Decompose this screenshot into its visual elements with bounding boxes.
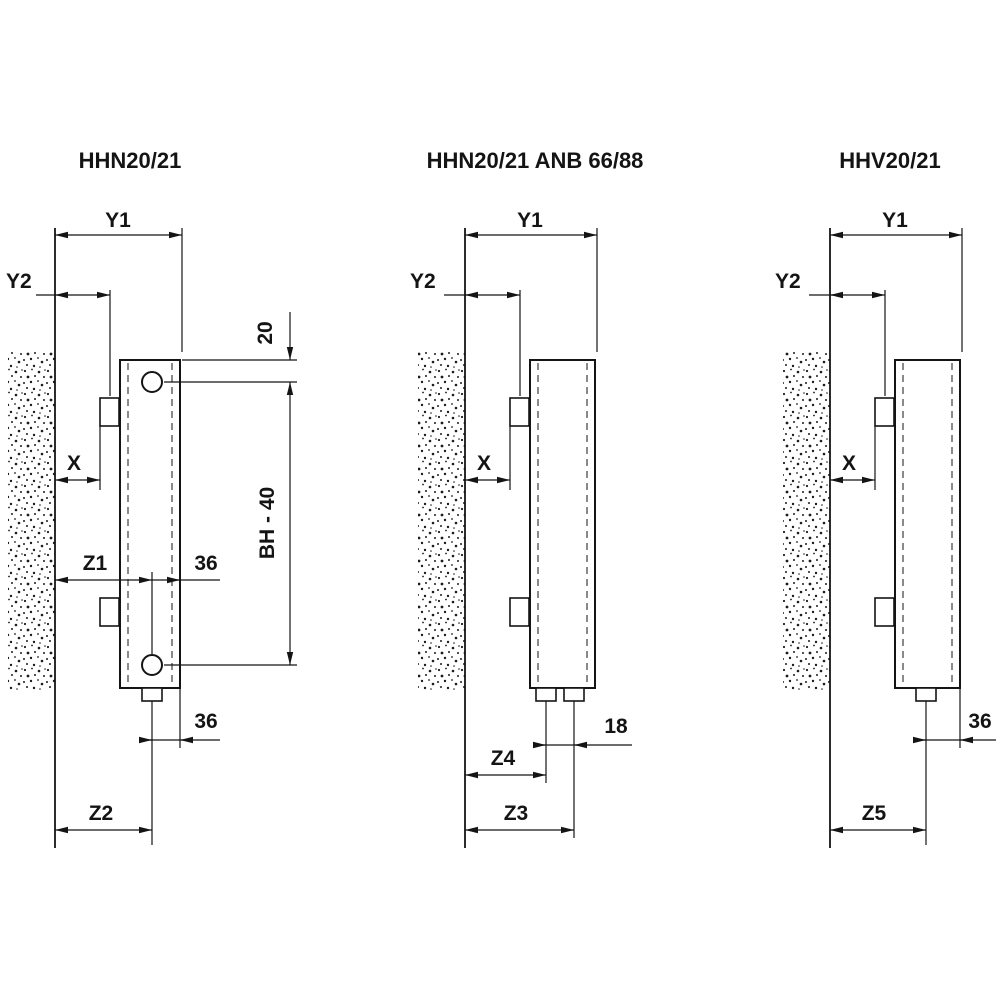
label-y1: Y1 <box>882 209 908 232</box>
dim-bottom-offset-36: 36 <box>139 689 220 748</box>
wall-bracket-lower <box>509 597 530 627</box>
dim-side-offset-36: 36 <box>152 552 220 584</box>
label-z3: Z3 <box>504 802 529 825</box>
label-y2: Y2 <box>775 270 801 293</box>
pipe-stub <box>141 687 163 702</box>
pipe-stub <box>915 687 937 702</box>
panel-title: HHV20/21 <box>839 148 941 173</box>
dim-x: X <box>465 426 511 490</box>
dim-y1: Y1 <box>55 209 183 352</box>
wall-bracket-upper <box>509 397 530 427</box>
label-y1: Y1 <box>105 209 131 232</box>
pipe-stub-front <box>563 687 585 702</box>
label-y1: Y1 <box>517 209 543 232</box>
wall-hatching <box>418 352 465 690</box>
label-top-offset: 20 <box>254 321 277 344</box>
panel-title: HHN20/21 <box>79 148 182 173</box>
dim-y1: Y1 <box>465 209 598 352</box>
label-build-height: BH - 40 <box>256 487 279 559</box>
dim-pipe-spacing-18: 18 <box>533 715 632 749</box>
dim-y1: Y1 <box>830 209 963 352</box>
panel-hhn20-21: HHN20/21 Y1 Y2 <box>6 148 297 848</box>
radiator-body <box>119 359 181 702</box>
panel-hhn20-21-anb: HHN20/21 ANB 66/88 Y1 Y2 X <box>410 148 643 848</box>
dim-z5: Z5 <box>830 802 926 834</box>
wall-bracket-lower <box>874 597 895 627</box>
label-y2: Y2 <box>410 270 436 293</box>
label-bottom-offset: 36 <box>194 710 217 733</box>
label-pipe-spacing: 18 <box>604 715 628 738</box>
radiator-body <box>529 359 596 702</box>
label-y2: Y2 <box>6 270 32 293</box>
label-z2: Z2 <box>89 802 114 825</box>
dim-z4: Z4 <box>465 747 546 779</box>
dim-x: X <box>55 426 101 490</box>
wall-bracket-upper <box>874 397 895 427</box>
panel-hhv20-21: HHV20/21 Y1 Y2 X <box>775 148 996 848</box>
label-x: X <box>842 452 856 475</box>
label-side-offset: 36 <box>194 552 217 575</box>
wall-hatching <box>8 352 55 690</box>
label-x: X <box>67 452 81 475</box>
label-x: X <box>477 452 491 475</box>
dim-build-height: BH - 40 <box>164 382 297 666</box>
label-z4: Z4 <box>491 747 516 770</box>
dim-z2: Z2 <box>55 802 152 834</box>
pipe-stub-rear <box>535 687 557 702</box>
label-z1: Z1 <box>83 552 108 575</box>
wall-bracket-upper <box>99 397 120 427</box>
panel-title: HHN20/21 ANB 66/88 <box>427 148 644 173</box>
label-bottom-offset: 36 <box>968 710 991 733</box>
dim-y2: Y2 <box>775 270 886 396</box>
dim-x: X <box>830 426 876 490</box>
dim-top-offset-20: 20 <box>164 312 297 383</box>
dim-z1: Z1 <box>55 552 153 654</box>
wall-hatching <box>783 352 830 690</box>
wall-bracket-lower <box>99 597 120 627</box>
radiator-body <box>894 359 961 702</box>
dim-z3: Z3 <box>465 802 574 834</box>
dim-bottom-offset-36: 36 <box>913 689 996 748</box>
dim-y2: Y2 <box>410 270 521 396</box>
tapping-top <box>141 371 163 393</box>
tapping-bottom <box>141 654 163 676</box>
dim-y2: Y2 <box>6 270 111 396</box>
label-z5: Z5 <box>862 802 887 825</box>
